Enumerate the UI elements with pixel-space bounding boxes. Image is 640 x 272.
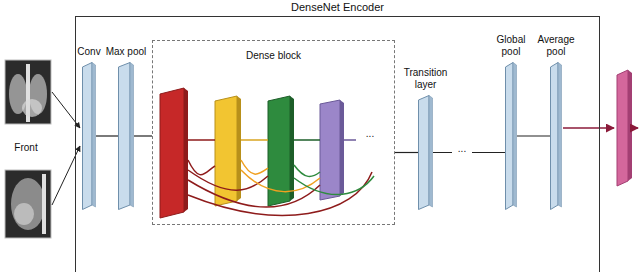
slab-side — [92, 63, 96, 208]
dense-link — [241, 160, 268, 174]
layer-slab — [505, 62, 517, 210]
label-holder: Max pool — [102, 46, 150, 58]
slab-face — [419, 96, 430, 210]
xray-lateral — [5, 170, 51, 238]
feature-map-side — [340, 100, 344, 196]
dense-link — [188, 139, 215, 141]
block-title: DenseNet Encoder — [76, 1, 599, 13]
view-label: Front — [4, 142, 48, 154]
slab-face — [551, 63, 559, 210]
dense-link — [294, 176, 374, 195]
slab-face — [119, 63, 131, 210]
heart-shape — [14, 203, 34, 225]
dense-layers — [160, 88, 374, 218]
average-pool-layer: Average pool — [550, 62, 562, 210]
spine-shape — [42, 174, 46, 234]
conv-layer: Conv — [82, 62, 96, 210]
xray-image — [5, 60, 51, 124]
layer-label: Transition layer — [400, 67, 452, 91]
slab-side — [513, 63, 517, 208]
xray-front — [5, 60, 51, 124]
feature-map — [320, 100, 340, 200]
label-holder: DenseNet Encoder — [76, 1, 599, 13]
slab-side — [558, 63, 562, 208]
slab-face — [506, 63, 514, 210]
feature-map-side — [290, 96, 294, 201]
output-vector-side — [628, 70, 632, 181]
label-holder: Conv — [74, 46, 104, 58]
xray-image — [5, 170, 51, 238]
heart-shape — [22, 99, 42, 117]
dense-link — [241, 139, 268, 141]
label-holder: Transition layer — [400, 67, 452, 91]
ellipsis-mark: ... — [357, 128, 383, 140]
max-pool-layer: Max pool — [118, 62, 134, 210]
output-arrow — [563, 127, 614, 129]
layer-slab — [550, 62, 562, 210]
connector — [134, 135, 152, 136]
feature-map-side — [184, 88, 188, 212]
output-vector — [617, 70, 628, 186]
connector — [96, 135, 118, 136]
slab-side — [429, 96, 433, 208]
layer-label: Average pool — [534, 34, 578, 58]
transition-layer: Transition layer — [418, 95, 433, 210]
label-holder: Global pool — [493, 34, 529, 58]
dense-link — [344, 139, 356, 141]
layer-slab — [118, 62, 134, 210]
dense-link — [294, 165, 320, 176]
encoder-frame: ConvMax poolDense blockTransition layerG… — [75, 16, 600, 272]
layer-slab — [82, 62, 96, 210]
label-holder: ... — [357, 128, 383, 140]
output-arrow — [632, 127, 638, 129]
label-holder: Dense block — [153, 50, 394, 62]
chest-shape — [11, 178, 45, 230]
dense-link — [294, 139, 320, 141]
label-holder: Front — [4, 142, 48, 154]
feature-map — [160, 88, 184, 218]
global-pool-layer: Global pool — [505, 62, 517, 210]
layer-slab — [418, 95, 433, 210]
label-holder: Average pool — [534, 34, 578, 58]
block-title: Dense block — [153, 50, 394, 62]
slab-side — [130, 63, 134, 208]
layer-label: Max pool — [102, 46, 150, 58]
dense-link — [241, 170, 320, 192]
ellipsis-mark: ... — [452, 143, 472, 155]
layer-label: Global pool — [493, 34, 529, 58]
label-holder: ... — [452, 143, 472, 155]
feature-map-side — [237, 96, 241, 201]
connector — [395, 152, 418, 153]
slab-face — [83, 63, 93, 210]
dense-block: Dense block — [152, 40, 395, 225]
layer-label: Conv — [74, 46, 104, 58]
connector — [517, 135, 550, 136]
